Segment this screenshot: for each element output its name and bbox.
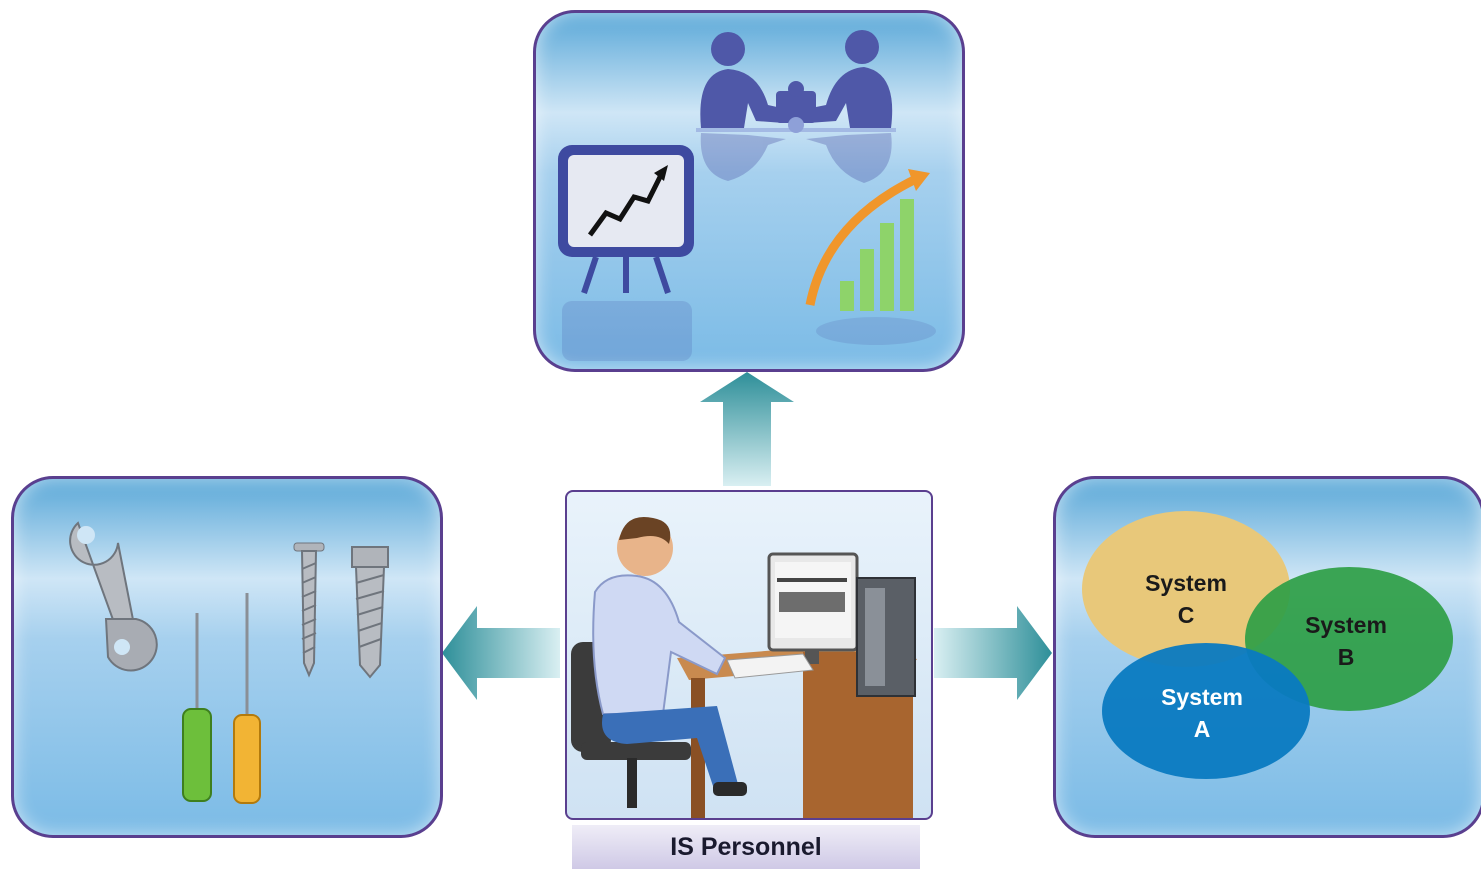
system-a-circle xyxy=(1102,643,1310,779)
is-personnel-illustration xyxy=(565,490,933,820)
presentation-board-icon xyxy=(558,145,694,361)
caption-bar: IS Personnel xyxy=(572,825,920,869)
business-panel xyxy=(533,10,965,372)
person-at-computer-icon xyxy=(571,516,917,818)
screwdriver-green-icon xyxy=(182,613,212,802)
system-b-label-line2: B xyxy=(1338,644,1355,670)
growth-chart-icon xyxy=(805,169,936,345)
system-b-circle xyxy=(1245,567,1453,711)
system-a-label-line1: System xyxy=(1161,684,1243,710)
wrench-icon xyxy=(69,521,158,672)
systems-venn-diagram: System C System B System A xyxy=(1082,511,1453,779)
screwdriver-yellow-icon xyxy=(233,593,261,804)
arrow-right-icon xyxy=(934,606,1052,700)
system-c-label-line1: System xyxy=(1145,570,1227,596)
system-b-label-line1: System xyxy=(1305,612,1387,638)
arrow-left-icon xyxy=(442,606,560,700)
tools-illustration xyxy=(69,521,389,804)
business-illustration xyxy=(558,30,936,361)
arrow-up-icon xyxy=(700,372,794,486)
people-puzzle-icon xyxy=(700,30,893,133)
bolt-icon xyxy=(351,546,389,679)
system-c-circle xyxy=(1082,511,1290,667)
is-personnel-caption: IS Personnel xyxy=(670,832,822,861)
system-c-label-line2: C xyxy=(1178,602,1195,628)
screw-icon xyxy=(293,542,325,678)
system-a-label-line2: A xyxy=(1194,716,1211,742)
tools-panel xyxy=(11,476,443,838)
systems-panel: System C System B System A xyxy=(1053,476,1481,838)
